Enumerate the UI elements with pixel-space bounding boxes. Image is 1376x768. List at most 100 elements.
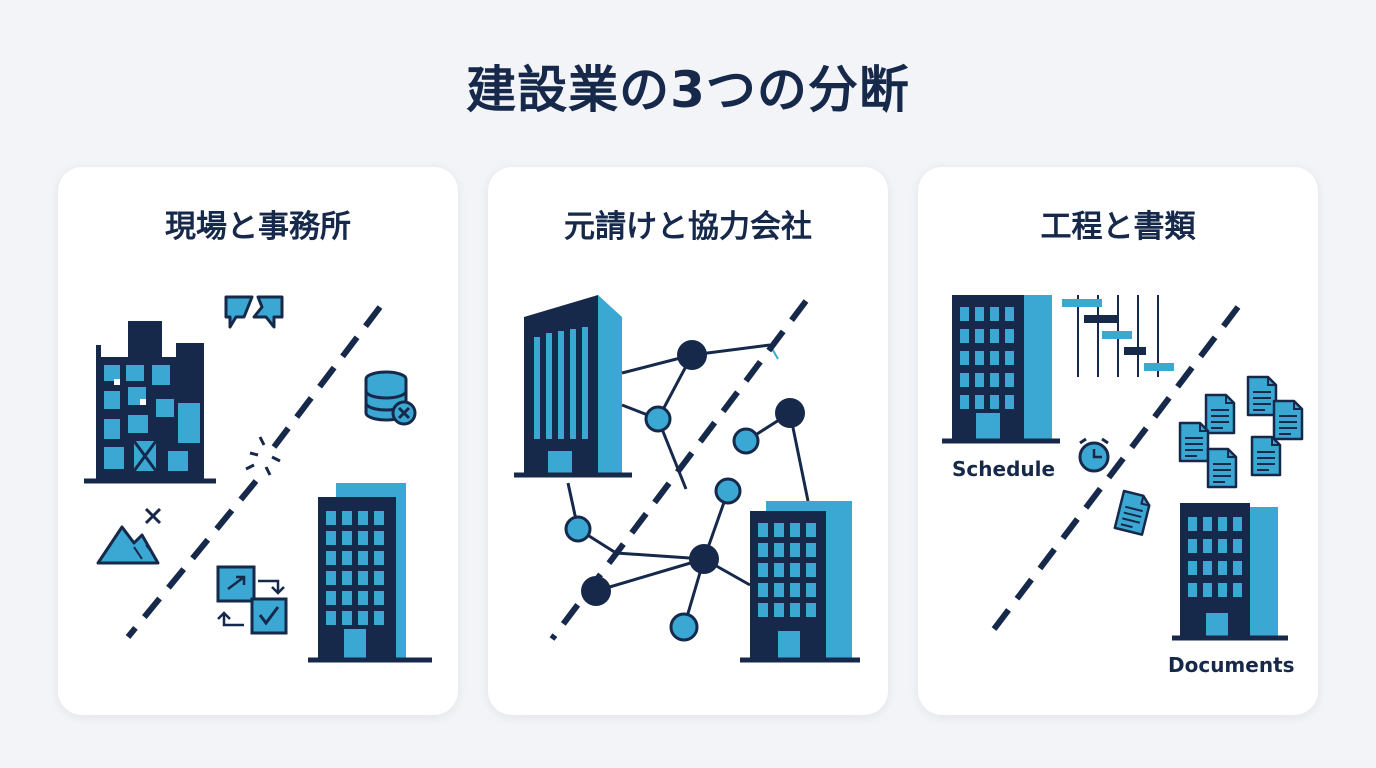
building-window (1218, 517, 1227, 531)
office-building-icon (308, 483, 432, 663)
dashed-divider (549, 299, 809, 641)
broken-mountain-icon (96, 507, 162, 565)
building-window (758, 543, 768, 557)
building-window (374, 551, 384, 565)
building-window (774, 563, 784, 577)
documents-icon (1113, 375, 1304, 536)
building-window (374, 571, 384, 585)
building-window (326, 591, 336, 605)
documents-caption: Documents (1168, 653, 1295, 677)
building-window (358, 611, 368, 625)
building-window (1188, 583, 1197, 597)
document-icon (1272, 399, 1304, 441)
building-window (1218, 583, 1227, 597)
building-window (758, 563, 768, 577)
building-window (342, 591, 352, 605)
page-title: 建設業の3つの分断 (466, 61, 910, 119)
building-window (358, 531, 368, 545)
building-window (758, 583, 768, 597)
building-window (1218, 561, 1227, 575)
document-icon (1178, 421, 1210, 463)
building-window (790, 563, 800, 577)
building-window (790, 523, 800, 537)
office-building-icon (1172, 503, 1288, 641)
building-window (975, 373, 984, 387)
office-building-icon (942, 295, 1060, 444)
broken-speech-bubbles-icon (224, 295, 284, 329)
document-icon (1206, 447, 1238, 489)
building-window (990, 395, 999, 409)
building-window (326, 611, 336, 625)
building-window (960, 395, 969, 409)
building-window (975, 307, 984, 321)
building-window (1188, 539, 1197, 553)
building-window (774, 603, 784, 617)
contractor-partners-illustration (514, 295, 860, 663)
building-window (358, 511, 368, 525)
building-window (790, 543, 800, 557)
building-window (758, 523, 768, 537)
building-window (975, 395, 984, 409)
building-window (326, 531, 336, 545)
corporate-building-icon (514, 295, 632, 478)
building-window (960, 307, 969, 321)
building-window (374, 591, 384, 605)
schedule-documents-illustration (942, 295, 1304, 641)
building-window (1233, 517, 1242, 531)
building-window (326, 511, 336, 525)
building-window (960, 351, 969, 365)
building-window (774, 583, 784, 597)
building-window (975, 351, 984, 365)
card-contractor-and-partners: 元請けと協力会社 (488, 167, 888, 715)
building-window (960, 329, 969, 343)
building-window (806, 563, 816, 577)
building-window (774, 543, 784, 557)
building-window (374, 531, 384, 545)
building-window (960, 373, 969, 387)
building-window (1005, 329, 1014, 343)
building-window (1203, 583, 1212, 597)
building-window (342, 551, 352, 565)
building-window (1005, 351, 1014, 365)
building-window (790, 603, 800, 617)
building-window (342, 571, 352, 585)
gantt-chart-icon (1062, 295, 1174, 377)
building-window (342, 511, 352, 525)
building-window (1005, 395, 1014, 409)
building-window (806, 543, 816, 557)
building-window (790, 583, 800, 597)
building-window (1005, 307, 1014, 321)
database-error-icon (364, 370, 417, 426)
building-window (1188, 561, 1197, 575)
building-window (342, 531, 352, 545)
building-window (374, 511, 384, 525)
card-title: 工程と書類 (1040, 209, 1196, 245)
building-window (326, 551, 336, 565)
building-window (990, 307, 999, 321)
building-window (1233, 539, 1242, 553)
building-window (758, 603, 768, 617)
building-window (806, 523, 816, 537)
schedule-caption: Schedule (952, 457, 1056, 481)
building-window (1233, 583, 1242, 597)
network-nodes-icon (564, 340, 810, 642)
building-window (1005, 373, 1014, 387)
dashed-divider (125, 305, 383, 639)
building-window (990, 351, 999, 365)
building-window (1203, 561, 1212, 575)
building-window (326, 571, 336, 585)
building-window (774, 523, 784, 537)
document-icon (1246, 375, 1278, 417)
building-window (1203, 539, 1212, 553)
building-window (342, 611, 352, 625)
document-icon (1113, 489, 1151, 536)
building-window (358, 591, 368, 605)
building-window (358, 571, 368, 585)
break-mark (245, 436, 281, 476)
building-window (975, 329, 984, 343)
card-title: 元請けと協力会社 (564, 209, 812, 245)
building-window (1233, 561, 1242, 575)
construction-site-icon (84, 321, 216, 484)
card-site-and-office: 現場と事務所 (58, 167, 458, 715)
document-icon (1204, 393, 1236, 435)
